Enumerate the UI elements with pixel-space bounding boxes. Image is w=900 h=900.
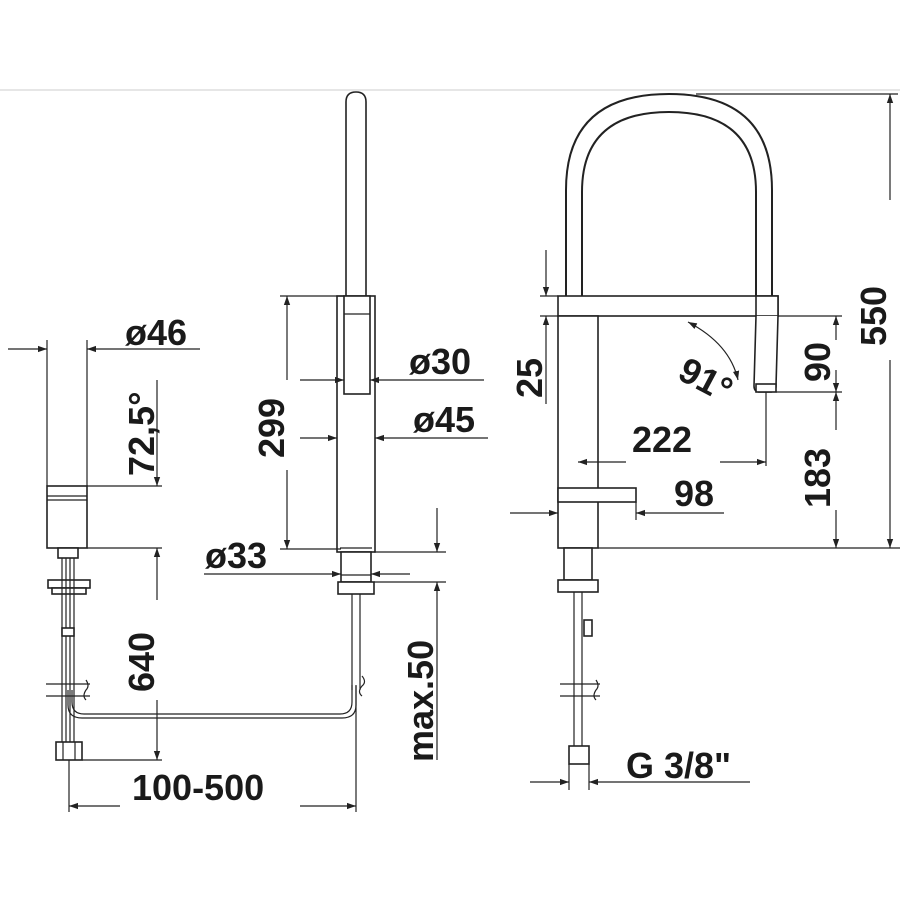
dim-d30: ø30 xyxy=(409,341,471,382)
dim-d45: ø45 xyxy=(413,399,475,440)
dim-d33: ø33 xyxy=(205,535,267,576)
dim-90: 90 xyxy=(797,342,838,382)
dim-640: 640 xyxy=(121,632,162,692)
dim-72-5-deg: 72,5° xyxy=(121,392,162,476)
dim-550: 550 xyxy=(853,286,894,346)
dim-25: 25 xyxy=(509,358,550,398)
dim-222: 222 xyxy=(632,419,692,460)
dim-d46: ø46 xyxy=(125,312,187,353)
right-view-profile: 25 91° 90 183 550 222 98 xyxy=(509,92,900,790)
dim-299: 299 xyxy=(251,398,292,458)
dim-100-500: 100-500 xyxy=(132,767,264,808)
handle-body xyxy=(46,485,88,549)
dim-max-50: max.50 xyxy=(400,640,441,762)
dim-183: 183 xyxy=(797,448,838,508)
dim-98: 98 xyxy=(674,473,714,514)
dim-g-3-8: G 3/8" xyxy=(626,745,731,786)
left-view-handle: ø46 72,5° 640 100-500 xyxy=(8,312,357,812)
middle-view-column: 299 ø30 ø45 ø33 max.50 xyxy=(204,91,488,762)
